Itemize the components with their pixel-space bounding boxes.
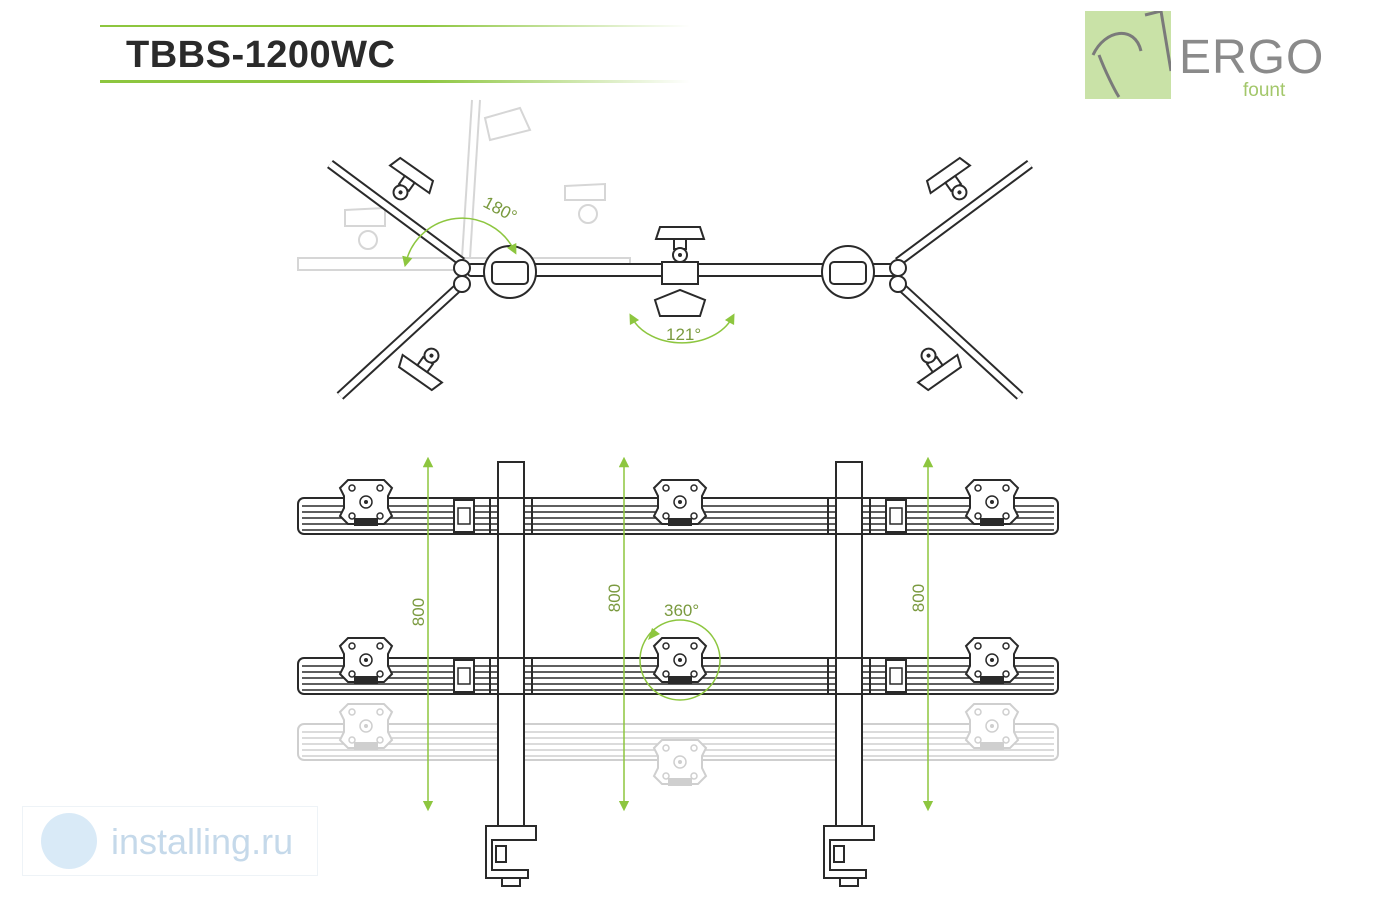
height-label-left: 800 — [409, 598, 428, 626]
right-pole — [835, 461, 863, 827]
pan-angle-arc — [629, 313, 735, 344]
tilt-angle-label: 180° — [480, 193, 520, 226]
brand-logo: ERGO fount — [1083, 8, 1323, 118]
vesa-plate — [965, 479, 1019, 527]
vesa-plate — [339, 479, 393, 527]
header-top-rule — [100, 25, 690, 27]
top-view: 121° 180° — [297, 99, 1033, 400]
ghost-arm — [297, 99, 631, 271]
logo-subword: fount — [1243, 80, 1286, 101]
left-desk-clamp — [485, 825, 537, 887]
vesa-plate — [339, 637, 393, 685]
vesa-plate — [653, 637, 707, 685]
left-arms — [327, 154, 471, 400]
right-arms — [889, 154, 1033, 400]
rotate-angle-label: 360° — [664, 601, 699, 620]
logo-word: ERGO — [1179, 31, 1325, 84]
vesa-plate — [965, 637, 1019, 685]
tilt-angle-arc — [402, 217, 517, 268]
header-bottom-rule — [100, 80, 690, 83]
pan-angle-label: 121° — [666, 325, 701, 344]
vesa-plate — [653, 479, 707, 527]
right-desk-clamp — [823, 825, 875, 887]
rotate-circle — [639, 619, 721, 701]
height-label-right: 800 — [909, 584, 928, 612]
watermark-text: installing.ru — [111, 821, 294, 862]
watermark: installing.ru — [22, 806, 318, 876]
height-label-center: 800 — [605, 584, 624, 612]
installing-logo-icon — [41, 813, 97, 869]
center-monitor-head — [655, 226, 705, 263]
ergo-curve-logo-icon — [1085, 9, 1173, 99]
header: TBBS-1200WC — [100, 20, 690, 86]
ghost-bar — [297, 703, 1059, 787]
front-view: 360° 800 800 800 — [297, 456, 1059, 887]
product-title: TBBS-1200WC — [126, 34, 396, 76]
left-pole — [497, 461, 525, 827]
